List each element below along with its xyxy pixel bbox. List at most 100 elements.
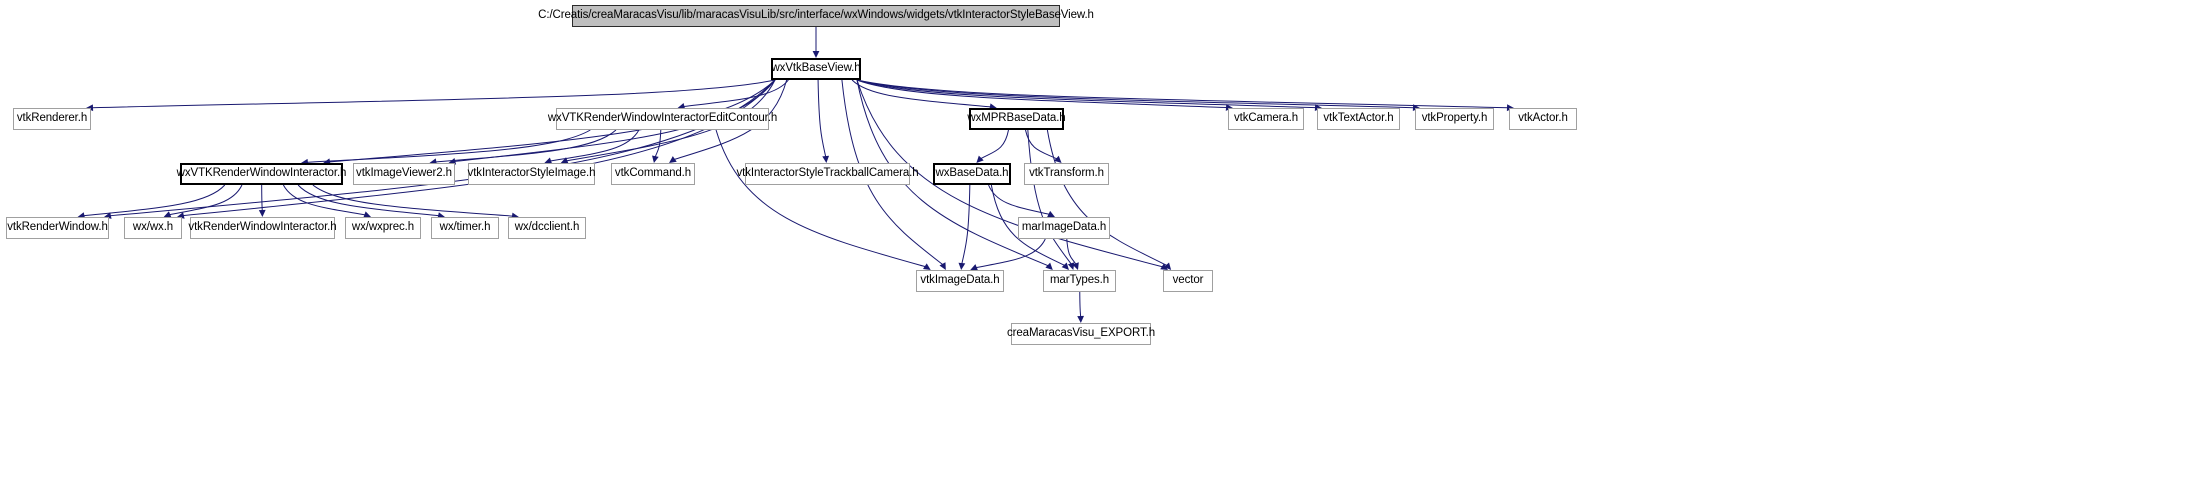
graph-node-label: vtkCommand.h [614, 167, 692, 180]
graph-edge-arrowhead [1163, 262, 1172, 270]
graph-node-label: wxMPRBaseData.h [967, 112, 1066, 125]
graph-node-label: vtkImageData.h [920, 274, 1000, 287]
graph-node[interactable]: vtkActor.h [1509, 108, 1577, 130]
graph-edge [856, 79, 1415, 109]
graph-node[interactable]: wxMPRBaseData.h [967, 108, 1066, 130]
graph-node[interactable]: wx/wxprec.h [345, 217, 421, 239]
graph-edge [856, 79, 1509, 109]
graph-edge [1046, 129, 1168, 266]
graph-node[interactable]: vtkRenderer.h [13, 108, 91, 130]
graph-edge [975, 238, 1046, 269]
graph-node-label: wx/wxprec.h [351, 221, 415, 234]
graph-edge [91, 79, 776, 109]
graph-node[interactable]: vtkTextActor.h [1317, 108, 1400, 130]
graph-edge [306, 129, 591, 163]
graph-edge [988, 184, 1050, 215]
graph-node[interactable]: vtkRenderWindowInteractor.h [188, 217, 337, 239]
graph-edge-arrowhead [1067, 262, 1075, 270]
graph-edge [297, 184, 440, 217]
graph-node[interactable]: vtkRenderWindow.h [6, 217, 109, 239]
graph-edge-arrowhead [652, 155, 659, 163]
graph-node-root[interactable]: C:/Creatis/creaMaracasVisu/lib/maracasVi… [538, 5, 1094, 27]
graph-node-label: marTypes.h [1049, 274, 1110, 287]
graph-edge-arrowhead [976, 155, 984, 163]
graph-node-label: vtkInteractorStyleTrackballCamera.h [736, 167, 919, 180]
graph-edge [961, 184, 971, 265]
graph-node-label: vtkActor.h [1518, 112, 1568, 125]
graph-edge [1066, 238, 1077, 265]
graph-edge [312, 184, 514, 217]
graph-edge [654, 129, 662, 158]
graph-edge [817, 79, 827, 158]
graph-edge [435, 129, 617, 163]
graph-edge [856, 79, 1228, 109]
graph-edge [549, 129, 640, 162]
graph-node-label: vtkRenderWindowInteractor.h [188, 221, 337, 234]
graph-edge [683, 79, 789, 108]
graph-edge-arrowhead [812, 51, 820, 58]
graph-node[interactable]: vtkProperty.h [1415, 108, 1494, 130]
graph-edge [83, 184, 226, 217]
graph-node-label: wxBaseData.h [935, 167, 1009, 180]
graph-edge-arrowhead [1072, 262, 1079, 270]
graph-edge [109, 79, 776, 217]
graph-edge-arrowhead [923, 263, 931, 270]
graph-node[interactable]: wx/timer.h [431, 217, 499, 239]
graph-edge-arrowhead [258, 209, 266, 217]
graph-edge [169, 184, 243, 216]
graph-node-label: creaMaracasVisu_EXPORT.h [1006, 327, 1156, 340]
graph-node-label: wx/timer.h [439, 221, 491, 234]
graph-node-label: vtkProperty.h [1421, 112, 1488, 125]
graph-edge-arrowhead [958, 262, 966, 270]
graph-node[interactable]: wxBaseData.h [933, 163, 1011, 185]
graph-edge [1025, 129, 1058, 160]
graph-node[interactable]: vtkCamera.h [1228, 108, 1304, 130]
graph-edge-arrowhead [1054, 155, 1062, 163]
graph-edge [856, 79, 1317, 109]
graph-node[interactable]: vtkInteractorStyleImage.h [467, 163, 596, 185]
graph-edge [261, 184, 263, 212]
graph-node[interactable]: vtkCommand.h [611, 163, 695, 185]
graph-edge [182, 79, 776, 217]
graph-edge [1079, 291, 1082, 318]
graph-node[interactable]: vtkTransform.h [1024, 163, 1109, 185]
graph-node-label: marImageData.h [1021, 221, 1107, 234]
graph-edge [1027, 129, 1072, 265]
graph-edge-arrowhead [1045, 262, 1053, 270]
graph-node[interactable]: vtkInteractorStyleTrackballCamera.h [736, 163, 919, 185]
graph-edge [980, 129, 1009, 160]
graph-node[interactable]: vector [1163, 270, 1213, 292]
graph-edge [715, 129, 926, 268]
graph-node-label: wx/wx.h [132, 221, 174, 234]
graph-edge-arrowhead [822, 155, 830, 163]
graph-node[interactable]: vtkImageViewer2.h [353, 163, 455, 185]
graph-node[interactable]: creaMaracasVisu_EXPORT.h [1007, 323, 1155, 345]
graph-node-label: vtkCamera.h [1233, 112, 1299, 125]
graph-node-label: vtkTransform.h [1029, 167, 1104, 180]
graph-edge [851, 79, 991, 108]
graph-node[interactable]: marTypes.h [1043, 270, 1116, 292]
graph-node-label: wxVtkBaseView.h [771, 62, 861, 75]
graph-node[interactable]: vtkImageData.h [916, 270, 1004, 292]
graph-edge-arrowhead [669, 156, 677, 163]
graph-node-label: vtkRenderer.h [16, 112, 88, 125]
graph-node[interactable]: marImageData.h [1018, 217, 1110, 239]
graph-node[interactable]: wxVTKRenderWindowInteractor.h [177, 163, 346, 185]
graph-edge-arrowhead [1061, 262, 1069, 270]
graph-node[interactable]: wx/dcclient.h [508, 217, 586, 239]
graph-node-label: vector [1172, 274, 1204, 287]
graph-node-label: C:/Creatis/creaMaracasVisu/lib/maracasVi… [538, 9, 1094, 22]
graph-node-label: vtkTextActor.h [1323, 112, 1394, 125]
graph-node-label: wxVTKRenderWindowInteractorEditContour.h [547, 112, 778, 125]
graph-edge-arrowhead [939, 262, 946, 270]
graph-node-label: vtkRenderWindow.h [7, 221, 108, 234]
graph-node-label: vtkInteractorStyleImage.h [467, 167, 596, 180]
graph-edge [282, 184, 366, 216]
graph-node[interactable]: wxVtkBaseView.h [771, 58, 861, 80]
graph-node[interactable]: wx/wx.h [124, 217, 182, 239]
graph-edge-arrowhead [1077, 315, 1085, 323]
graph-node[interactable]: wxVTKRenderWindowInteractorEditContour.h [548, 108, 777, 130]
graph-node-label: vtkImageViewer2.h [356, 167, 452, 180]
